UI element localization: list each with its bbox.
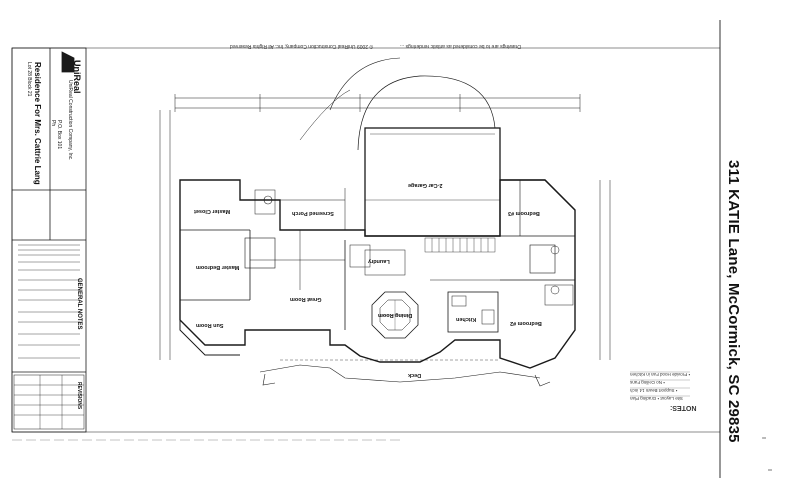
room-label-bedroom-3: Bedroom #3	[508, 210, 540, 216]
notes-line: • Support Beam 14 inch	[630, 388, 678, 393]
room-label-bedroom-2: Bedroom #2	[510, 320, 542, 326]
company-address: P.O. Box 101	[56, 120, 62, 150]
room-label-dining-room: Dining Room	[378, 312, 413, 318]
project-name: Residence For Mrs. Cattrie Lang	[33, 62, 42, 185]
revisions-title: REVISIONS	[76, 382, 82, 410]
notes-line: • Provide Hood Fan in Kitchen	[630, 372, 691, 377]
company-full-name: UniReal Construction Company, Inc.	[67, 80, 73, 161]
room-label-garage: 2-Car Garage	[408, 182, 443, 188]
notes-line: • No Ceiling Fans	[630, 380, 665, 385]
room-label-kitchen: Kitchen	[456, 316, 477, 322]
general-notes-title: GENERAL NOTES	[76, 278, 82, 330]
room-label-master-closet: Master Closet	[194, 208, 231, 214]
room-label-screened-porch: Screened Porch	[292, 210, 334, 216]
room-label-master-bedroom: Master Bedroom	[196, 264, 240, 270]
room-label-sun-room: Sun Room	[196, 322, 224, 328]
lot-block: Lot 28 Block 21	[26, 62, 32, 97]
notes-title: NOTES:	[670, 404, 697, 411]
room-label-laundry: Laundry	[368, 258, 390, 264]
room-label-deck: Deck	[408, 372, 422, 378]
company-name: UniReal	[72, 60, 82, 94]
company-phone: Ph	[50, 120, 56, 127]
notes-line: Site Layout • Grading Plan	[630, 396, 683, 401]
room-label-great-room: Great Room	[290, 296, 322, 302]
